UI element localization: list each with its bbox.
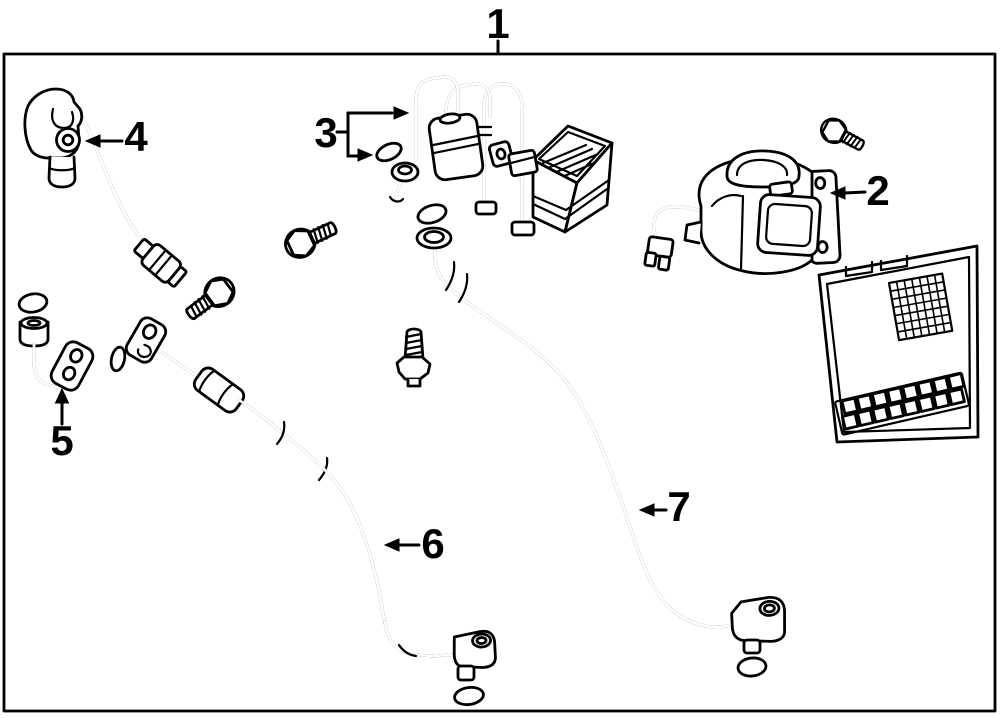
hose-6-flange <box>124 316 168 364</box>
pump-connector <box>643 235 675 272</box>
hose-7-gasket <box>416 203 448 225</box>
callout-6: 6 <box>383 520 445 567</box>
part-1-pipe-and-canister-assembly <box>375 75 614 237</box>
callout-4-label: 4 <box>124 113 148 160</box>
fitting-flange <box>49 340 95 392</box>
part-5-elbow-fitting <box>17 292 95 392</box>
callout-6-label: 6 <box>421 520 444 567</box>
pump-front-panel <box>756 193 822 257</box>
stud-bolt <box>395 327 432 388</box>
callout-7: 7 <box>638 483 691 530</box>
panel-mesh <box>887 272 954 342</box>
callout-4: 4 <box>84 113 148 160</box>
callout-3: 3 <box>314 106 410 162</box>
panel-vent-squares <box>834 371 970 436</box>
part-6-hose <box>109 316 497 707</box>
callout-5: 5 <box>50 387 74 464</box>
hose-7-end-fitting <box>730 596 786 643</box>
part-7-hose <box>415 226 786 678</box>
hose-6-end-fitting <box>452 629 497 669</box>
cable-connector <box>133 238 188 288</box>
valve-block <box>427 112 485 182</box>
part-4-sensor-with-cable <box>23 87 188 288</box>
mounting-panel <box>817 244 980 444</box>
callout-1-label: 1 <box>486 0 509 47</box>
hose-6-clamp <box>192 366 246 414</box>
part-2-pump <box>643 149 842 275</box>
callout-5-label: 5 <box>50 417 73 464</box>
part-3-oring <box>375 141 403 163</box>
callout-2-label: 2 <box>866 167 889 214</box>
callout-2: 2 <box>829 167 890 214</box>
callout-3-label: 3 <box>314 109 337 156</box>
callout-7-label: 7 <box>667 483 690 530</box>
fitting-nut <box>18 316 50 348</box>
callout-1: 1 <box>486 0 510 55</box>
